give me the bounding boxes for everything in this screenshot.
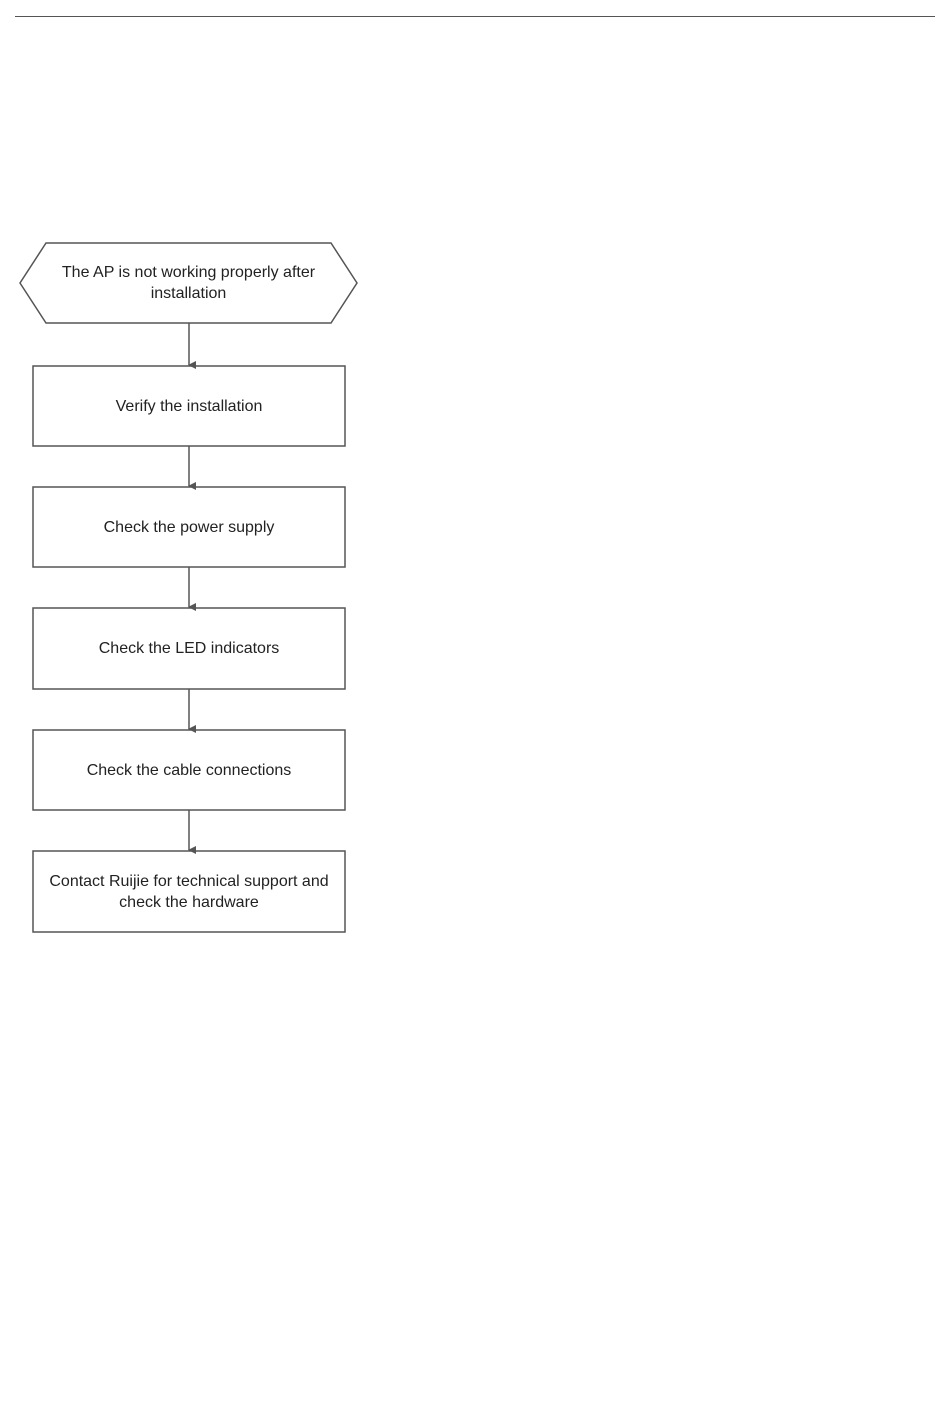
step-1-text: Verify the installation (116, 396, 263, 417)
step-label-contact-support: Contact Ruijie for technical support and… (33, 851, 345, 932)
step-label-check-cable-connections: Check the cable connections (33, 730, 345, 810)
step-2-text: Check the power supply (104, 517, 275, 538)
step-label-verify-installation: Verify the installation (33, 366, 345, 446)
step-4-text: Check the cable connections (87, 760, 292, 781)
step-5-text-line-1: Contact Ruijie for technical support and (49, 871, 328, 892)
start-terminator-label: The AP is not working properly after ins… (46, 243, 331, 323)
step-label-check-led-indicators: Check the LED indicators (33, 608, 345, 689)
step-5-text-line-2: check the hardware (119, 892, 259, 913)
step-label-check-power-supply: Check the power supply (33, 487, 345, 567)
start-label-line-2: installation (151, 283, 227, 304)
step-3-text: Check the LED indicators (99, 638, 280, 659)
start-label-line-1: The AP is not working properly after (62, 262, 315, 283)
